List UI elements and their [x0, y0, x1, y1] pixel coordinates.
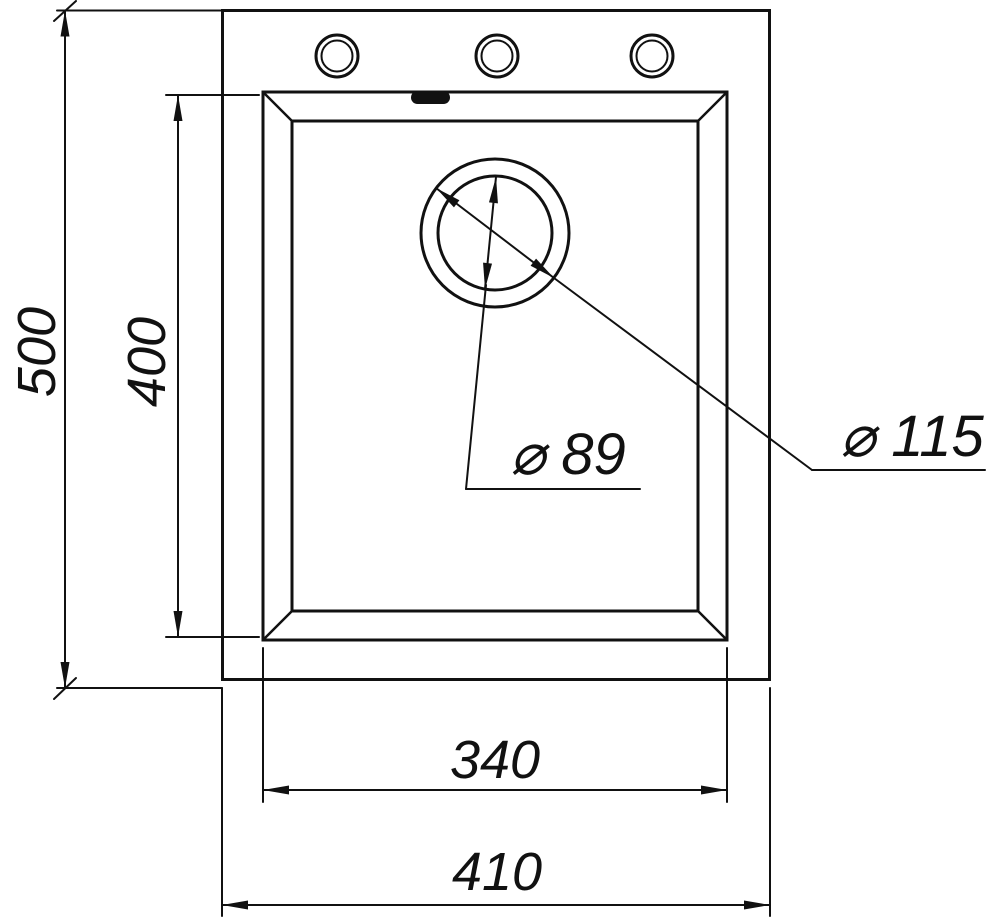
basin-chamfer-top-left — [261, 90, 294, 123]
dimension-label-410: 410 — [452, 842, 542, 902]
callout-drain-outer-diameter: ⌀ 115 — [435, 187, 986, 471]
overflow-hole — [411, 91, 450, 104]
diameter-arrow-115 — [435, 187, 555, 279]
leader-line-115 — [553, 277, 813, 471]
basin-chamfer-bottom-right — [696, 609, 729, 642]
basin-chamfer-top-right — [696, 90, 729, 123]
basin — [261, 90, 729, 642]
faucet-hole-left-inner — [320, 39, 354, 73]
dimension-label-500: 500 — [7, 307, 67, 397]
dimension-label-400: 400 — [117, 317, 177, 407]
dimension-overall-width: 410 — [221, 687, 771, 917]
dimension-basin-width: 340 — [262, 647, 728, 803]
diameter-label-89: ⌀ 89 — [510, 422, 626, 487]
basin-outer-rim — [261, 90, 729, 642]
oblique-tick-bottom — [53, 677, 77, 700]
dimension-basin-height: 400 — [117, 94, 260, 638]
leader-line-89 — [465, 284, 487, 490]
faucet-hole-center-inner — [480, 39, 514, 73]
diameter-label-115: ⌀ 115 — [840, 404, 984, 469]
dimension-overall-height: 500 — [7, 0, 223, 700]
sink-body-outline — [221, 9, 771, 681]
basin-inner-rim — [290, 119, 700, 613]
basin-chamfer-bottom-left — [261, 609, 294, 642]
callout-drain-inner-diameter: ⌀ 89 — [465, 176, 641, 490]
dimension-label-340: 340 — [450, 730, 540, 790]
faucet-hole-right — [629, 33, 675, 79]
faucet-holes — [314, 33, 675, 79]
sink-outer-edge — [221, 9, 771, 681]
oblique-tick-top — [53, 0, 77, 22]
faucet-hole-center — [474, 33, 520, 79]
drain-outer-circle — [419, 157, 571, 309]
faucet-hole-left — [314, 33, 360, 79]
faucet-hole-right-inner — [635, 39, 669, 73]
